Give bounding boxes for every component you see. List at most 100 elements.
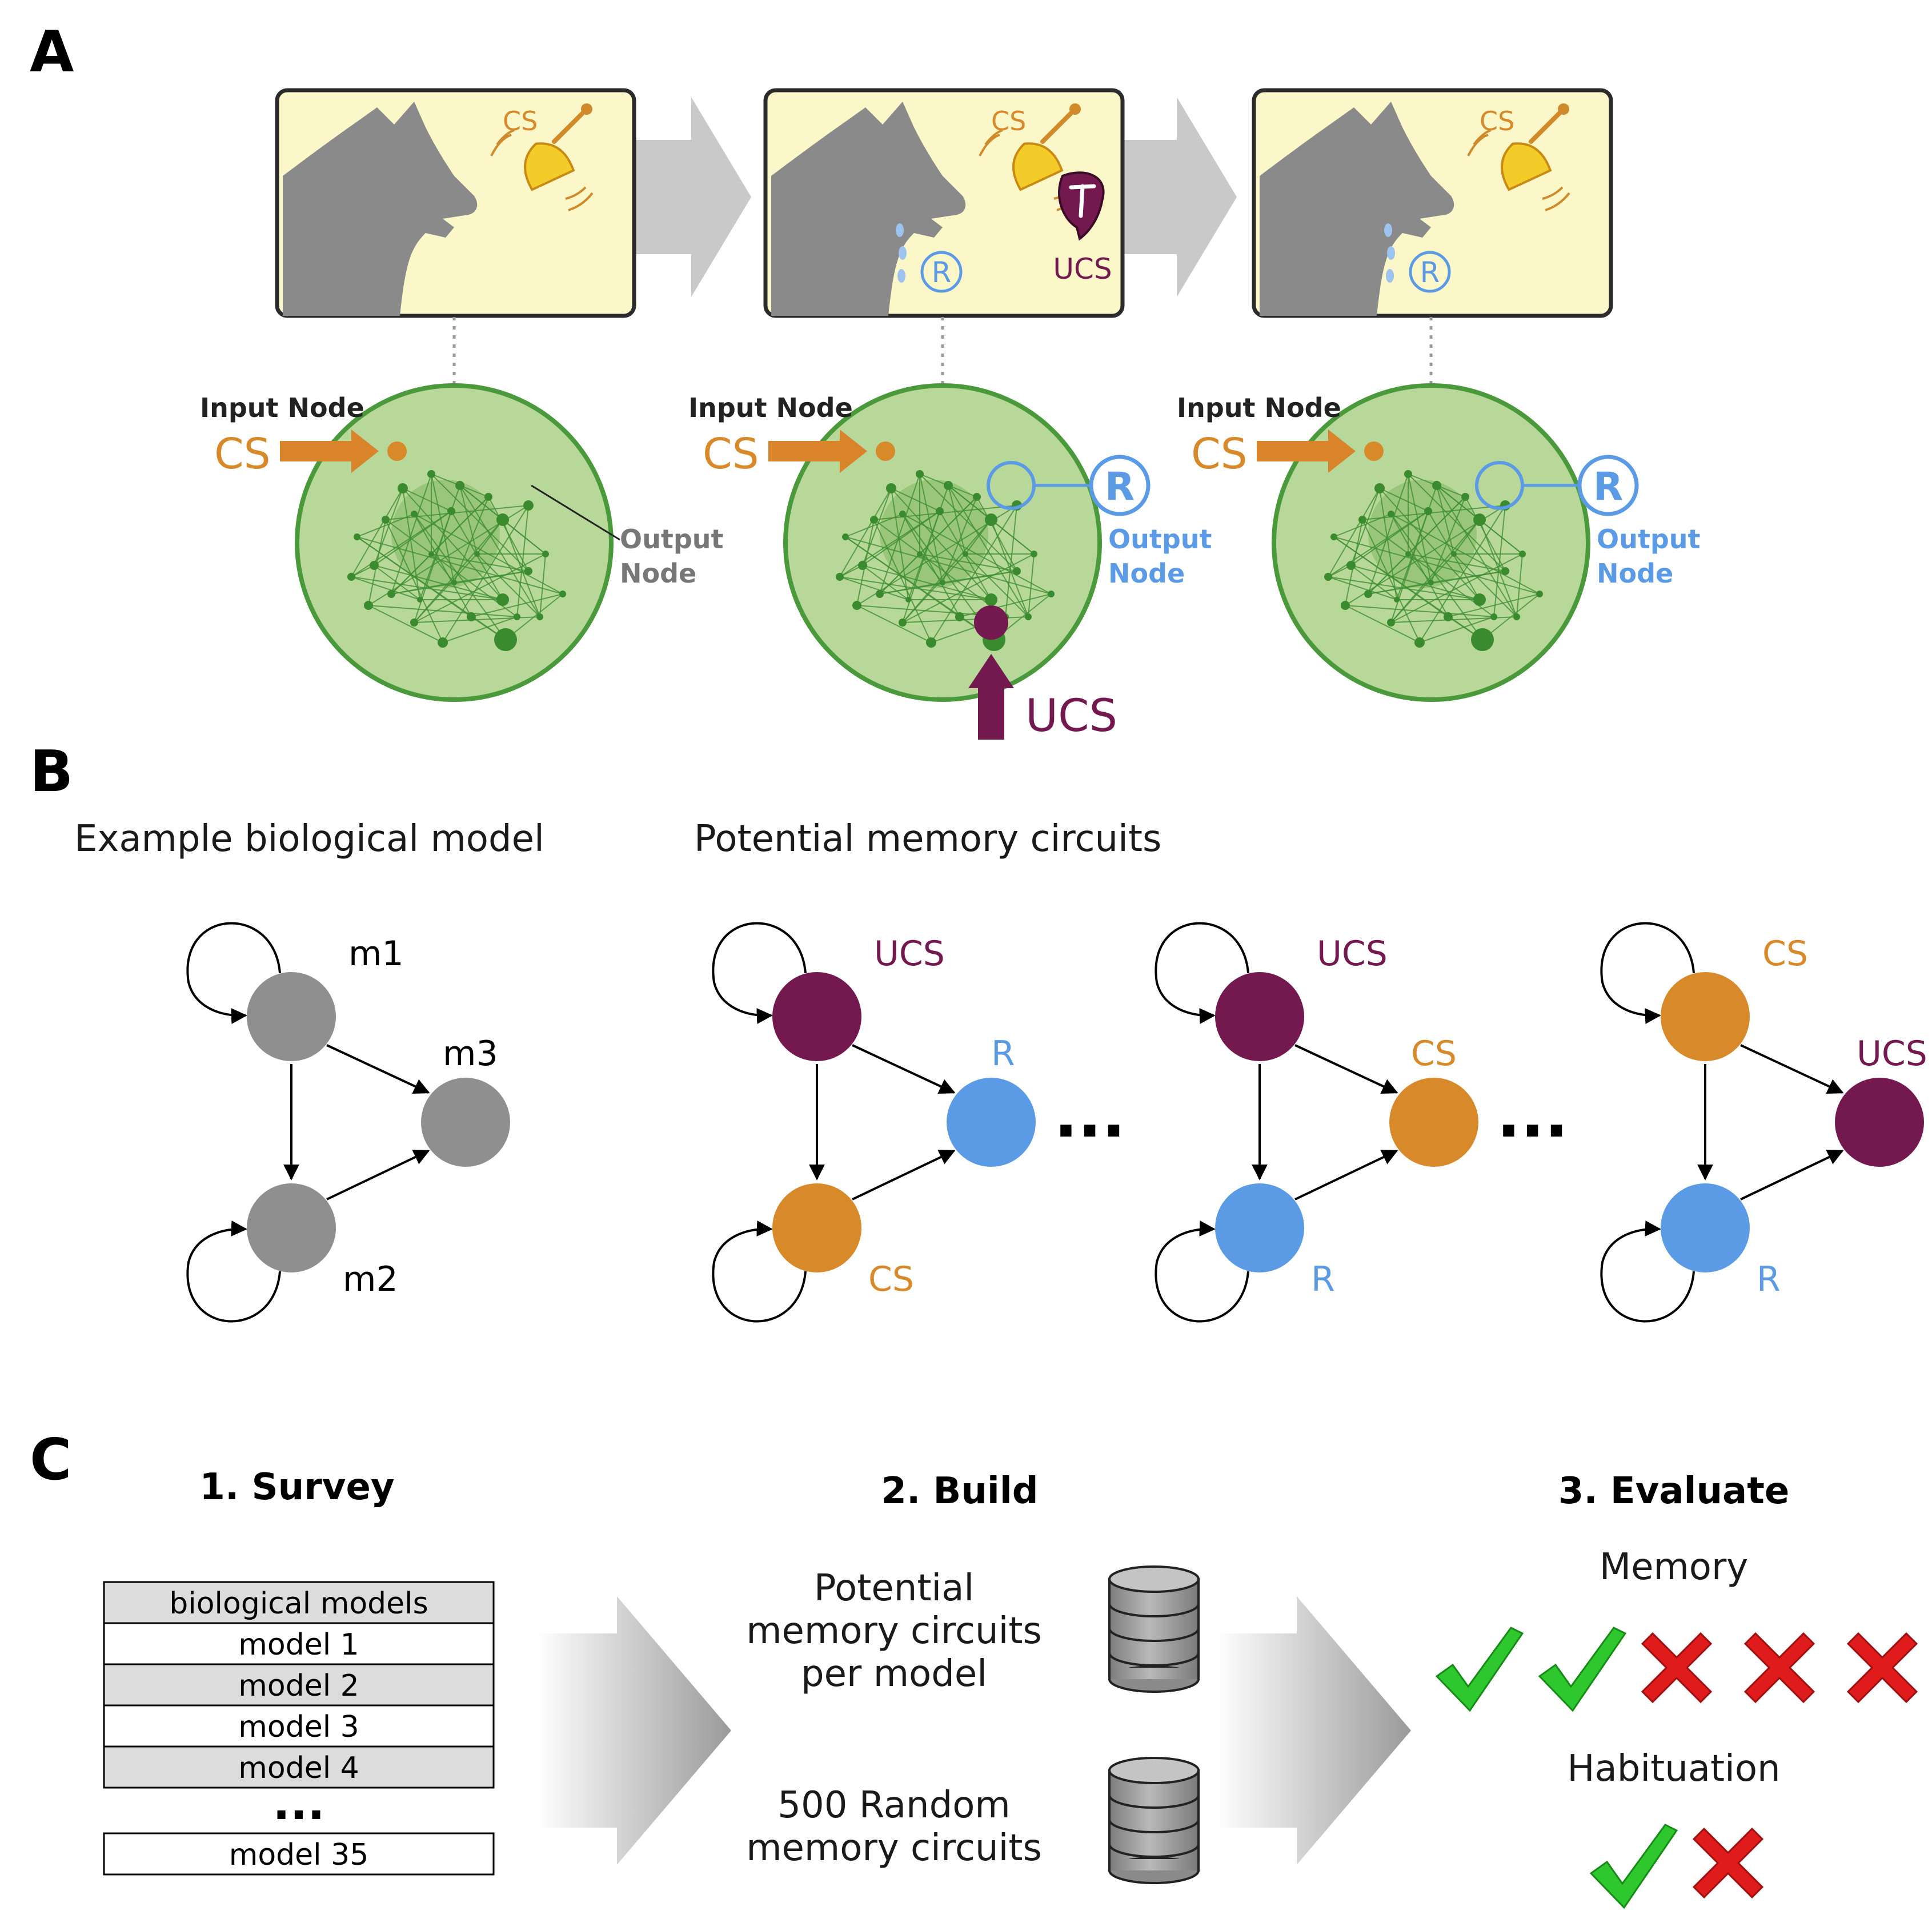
response-circle (1409, 251, 1451, 293)
network-edge (1448, 593, 1540, 617)
network-edge (539, 553, 546, 617)
drool-drop (899, 246, 907, 260)
sound-wave (565, 186, 587, 200)
network-node (354, 533, 360, 540)
input-node (387, 441, 407, 461)
network-edge (919, 553, 943, 583)
habituation-label: Habituation (1567, 1748, 1780, 1790)
motif-label-right: m3 (443, 1034, 498, 1074)
network-node (494, 628, 517, 651)
motif-label-top: UCS (874, 934, 945, 974)
bell-knob (581, 103, 592, 115)
network-edge (965, 553, 1029, 617)
self-loop-arrow (1600, 1221, 1695, 1323)
bio-model-title: Example biological model (74, 818, 544, 860)
edge-arrow (326, 1044, 430, 1094)
output-node-label: Node (1597, 558, 1673, 589)
input-cs-label: CS (214, 429, 271, 479)
input-node-title: Input Node (1177, 392, 1341, 423)
network-node (1473, 593, 1486, 606)
models-table: biological models model 1 model 2 model … (103, 1581, 495, 1876)
network-edge (402, 488, 452, 512)
network-node (455, 481, 464, 490)
output-node-label: Output (620, 524, 724, 555)
table-row (103, 1745, 495, 1789)
stimulus-frame: CS (275, 88, 636, 318)
motif-label-right: CS (1411, 1034, 1457, 1074)
network-edge (919, 473, 1017, 572)
network-node (411, 511, 418, 517)
network-edge (1390, 519, 1480, 623)
network-edge (931, 505, 1017, 643)
table-row-label: model 4 (238, 1751, 359, 1785)
network-node (347, 573, 355, 581)
cross-icon (1743, 1632, 1815, 1704)
self-loop-arrow (712, 1221, 807, 1323)
frame-cs-label: CS (503, 106, 538, 136)
network-edge (431, 553, 455, 583)
ucs-arrow (968, 654, 1014, 740)
edge-arrow (1294, 1150, 1398, 1201)
db1-line3: per model (801, 1653, 987, 1695)
motif-label-top: UCS (1317, 934, 1388, 974)
network-node (542, 551, 549, 557)
db2-line2: memory circuits (746, 1827, 1042, 1869)
motif-label-bottom: R (1311, 1259, 1335, 1299)
frame-ucs-label: UCS (1053, 252, 1112, 286)
network-edge (873, 519, 1006, 617)
database-icon (1108, 1757, 1200, 1884)
table-row-label: model 35 (229, 1838, 369, 1872)
network-node (1501, 567, 1509, 575)
sound-wave (1542, 186, 1564, 200)
memory-circuits-title: Potential memory circuits (694, 818, 1161, 860)
database-body (1108, 1769, 1200, 1872)
network-edge (1453, 553, 1517, 617)
network-node (905, 597, 911, 603)
network-edge (942, 496, 977, 583)
meat-bone (1069, 184, 1096, 218)
edge-arrow (1294, 1044, 1398, 1094)
network-edge (1345, 605, 1420, 643)
edge-arrow (1740, 1150, 1844, 1201)
process-arrow-2 (1217, 1596, 1411, 1865)
cross-icon (1846, 1632, 1918, 1704)
network-edge (505, 593, 563, 640)
network-edge (879, 553, 920, 595)
input-node (876, 441, 895, 461)
network-edge (351, 576, 503, 600)
self-loop-arrow (1600, 922, 1695, 1024)
database-top (1108, 1757, 1200, 1784)
network-node (1404, 470, 1412, 478)
network-node (364, 601, 373, 610)
network-edge (862, 565, 992, 600)
self-loop-arrow (712, 922, 807, 1024)
memory-circuit-motif: UCS CS R (1155, 922, 1478, 1323)
network-edge (839, 576, 992, 600)
network-node (467, 612, 476, 621)
network-node (940, 580, 945, 585)
network-edge (402, 488, 420, 600)
network-node (1490, 613, 1497, 620)
network-edge (402, 488, 503, 600)
network-edge (959, 593, 1052, 617)
network-edge (902, 553, 966, 623)
network-edge (1482, 593, 1540, 640)
drool-drop (1387, 246, 1395, 260)
network-node (1536, 591, 1543, 597)
frame-cs-label: CS (1480, 106, 1514, 136)
network-edge (442, 616, 518, 643)
bell-knob (1558, 103, 1569, 115)
network-node (1358, 516, 1366, 524)
network-edge (351, 511, 452, 577)
sound-wave (979, 134, 1000, 156)
network-edge (965, 519, 992, 555)
network-edge (1436, 485, 1454, 555)
network-node (1364, 590, 1372, 598)
output-node-label: Output (1597, 524, 1701, 555)
db2-line1: 500 Random (777, 1784, 1010, 1826)
network-node (496, 513, 509, 526)
database-band (1108, 1844, 1200, 1858)
